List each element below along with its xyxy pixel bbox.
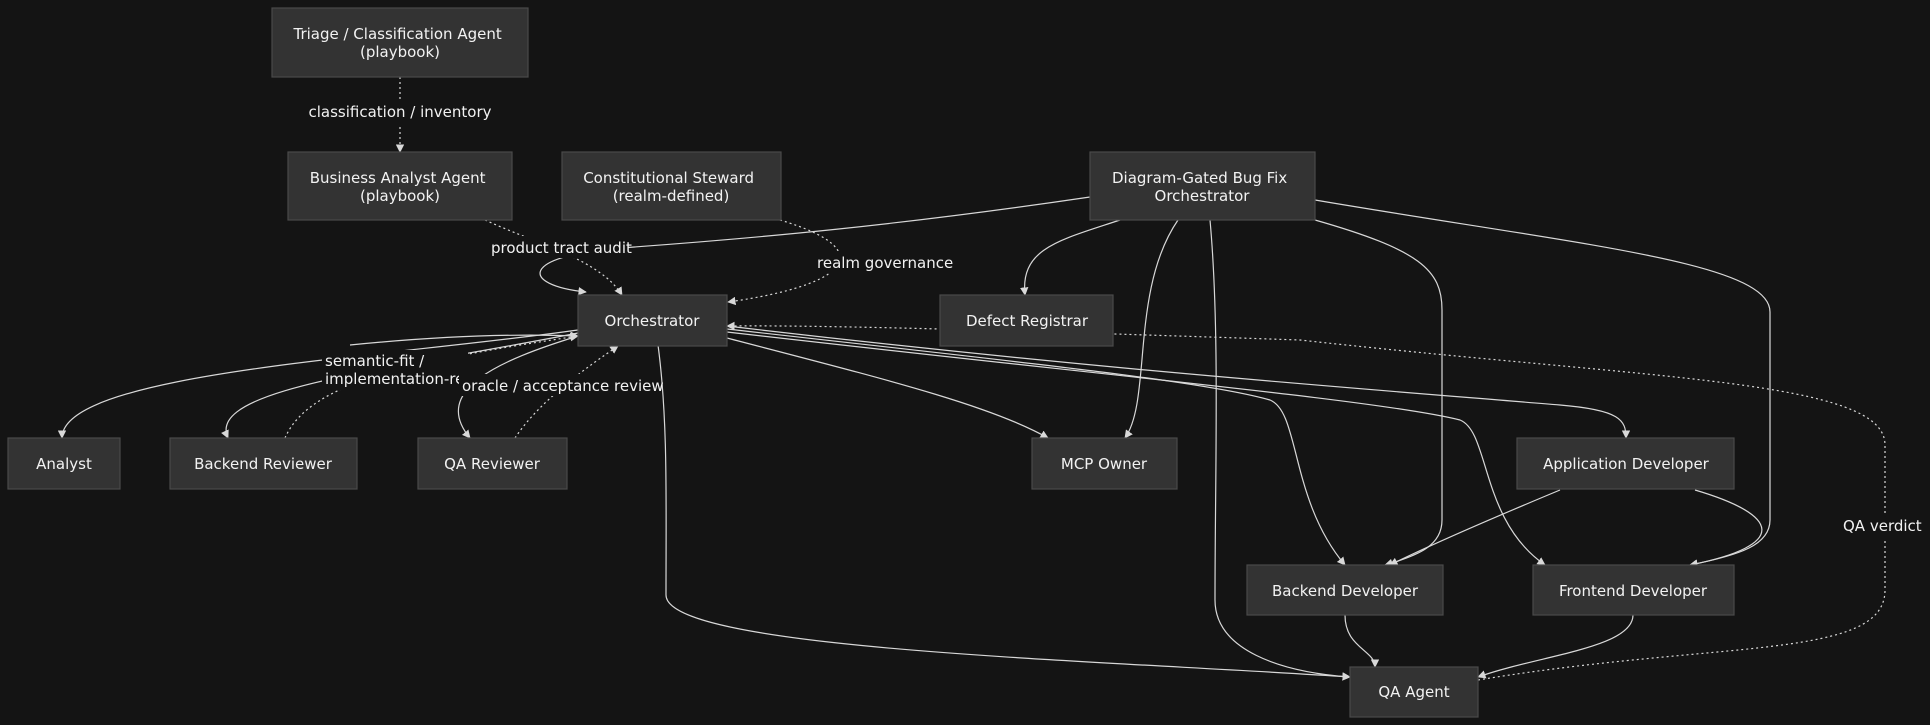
edge-bugfix-to-backend-developer (1314, 219, 1443, 567)
edge-label-text: QA verdict (1843, 517, 1922, 535)
edge-bugfix-to-qa-agent (1209, 219, 1351, 681)
edge-bugfix-to-defect-registrar (1020, 219, 1121, 296)
edge-bugfix-to-mcp-owner (1124, 219, 1179, 439)
edge-label-text: realm governance (817, 254, 953, 272)
edge-label-realm-governance: realm governance (814, 251, 953, 273)
node-label: QA Reviewer (444, 455, 541, 473)
edge-orchestrator-to-mcp-owner (726, 337, 1049, 439)
node-qa-reviewer: QA Reviewer (417, 437, 568, 490)
node-label: Constitutional Steward (583, 169, 754, 187)
edge-label-semantic-fit: semantic-fit / implementation-rea (322, 350, 474, 390)
node-business-analyst-agent: Business Analyst Agent (playbook) (287, 151, 513, 221)
node-frontend-developer: Frontend Developer (1532, 564, 1735, 616)
node-label: Frontend Developer (1559, 582, 1708, 600)
svg-text:classification / inventory: classification / inventory (308, 103, 491, 121)
svg-text:QA Agent: QA Agent (1378, 683, 1449, 701)
edge-label-text: semantic-fit / (325, 352, 425, 370)
svg-text:QA Reviewer: QA Reviewer (444, 455, 541, 473)
edge-label-product-tract-audit: product tract audit (488, 236, 632, 258)
edge-application-developer-to-backend-developer (1389, 489, 1561, 566)
edge-label-qa-verdict: QA verdict (1840, 516, 1926, 538)
svg-text:Application Developer: Application Developer (1543, 455, 1710, 473)
edge-backend-developer-to-qa-agent (1344, 614, 1380, 668)
node-orchestrator: Orchestrator (577, 294, 728, 347)
edge-backend-reviewer-to-orchestrator (284, 332, 579, 439)
svg-text:Constitutional Steward: Constitutional Steward (realm-defined) (583, 169, 759, 205)
edge-orchestrator-to-application-developer (726, 325, 1631, 439)
edge-orchestrator-to-backend-developer (726, 328, 1346, 566)
node-label: Backend Developer (1272, 582, 1419, 600)
svg-text:product tract audit: product tract audit (491, 239, 632, 257)
node-label: Diagram-Gated Bug Fix (1112, 169, 1287, 187)
node-triage-classification-agent: Triage / Classification Agent (playbook) (271, 7, 529, 78)
edge-bugfix-to-orchestrator (539, 196, 1091, 296)
node-constitutional-steward: Constitutional Steward (realm-defined) (561, 151, 782, 221)
edge-label-text: classification / inventory (308, 103, 491, 121)
node-mcp-owner: MCP Owner (1031, 437, 1178, 490)
node-label: (playbook) (360, 187, 440, 205)
edge-application-developer-to-frontend-developer (1689, 489, 1763, 568)
edge-label-text: product tract audit (491, 239, 632, 257)
node-analyst: Analyst (7, 437, 121, 490)
edge-label-text: implementation-rea (325, 370, 474, 388)
svg-text:Frontend Developer: Frontend Developer (1559, 582, 1708, 600)
node-label: MCP Owner (1061, 455, 1148, 473)
node-defect-registrar: Defect Registrar (939, 294, 1114, 347)
svg-text:semantic-fit / impleme: semantic-fit / implementation-rea (325, 352, 474, 388)
node-label: Triage / Classification Agent (292, 25, 501, 43)
node-label: Backend Reviewer (194, 455, 333, 473)
edge-label-classification-inventory: classification / inventory (308, 100, 492, 124)
node-backend-developer: Backend Developer (1246, 564, 1444, 616)
edge-orchestrator-to-analyst (57, 329, 579, 439)
edge-label-oracle-acceptance-review: oracle / acceptance review (459, 374, 664, 396)
svg-text:Backend Developer: Backend Developer (1272, 582, 1419, 600)
node-backend-reviewer: Backend Reviewer (169, 437, 358, 490)
node-bugfix-orchestrator: Diagram-Gated Bug Fix Orchestrator (1089, 151, 1316, 221)
svg-text:Diagram-Gated Bug Fix: Diagram-Gated Bug Fix Orchestrator (1112, 169, 1292, 205)
edge-qa-agent-to-orchestrator (726, 321, 1886, 681)
node-label: Orchestrator (605, 312, 701, 330)
svg-text:realm governance: realm governance (817, 254, 953, 272)
svg-text:oracle / acceptance review: oracle / acceptance review (462, 377, 664, 395)
edge-orchestrator-to-qa-agent (657, 344, 1351, 681)
edge-label-text: oracle / acceptance review (462, 377, 664, 395)
svg-text:MCP Owner: MCP Owner (1061, 455, 1148, 473)
node-label: (realm-defined) (613, 187, 730, 205)
svg-text:Triage / Classification Agent: Triage / Classification Agent (playbook) (292, 25, 506, 61)
edge-orchestrator-to-frontend-developer (726, 331, 1546, 566)
node-label: Business Analyst Agent (310, 169, 486, 187)
svg-text:Defect Registrar: Defect Registrar (966, 312, 1089, 330)
node-application-developer: Application Developer (1516, 437, 1735, 490)
edge-analyst-to-orchestrator (349, 331, 579, 346)
svg-text:Backend Reviewer: Backend Reviewer (194, 455, 333, 473)
svg-text:Business Analyst Agent: Business Analyst Agent (playbook) (310, 169, 491, 205)
node-qa-agent: QA Agent (1349, 666, 1479, 718)
edge-business-analyst-to-orchestrator (484, 219, 623, 296)
node-label: QA Agent (1378, 683, 1449, 701)
node-label: (playbook) (360, 43, 440, 61)
svg-text:QA verdict: QA verdict (1843, 517, 1922, 535)
svg-text:Orchestrator: Orchestrator (605, 312, 701, 330)
svg-text:Analyst: Analyst (36, 455, 92, 473)
edge-bugfix-to-frontend-developer (1314, 199, 1771, 568)
node-label: Application Developer (1543, 455, 1710, 473)
edge-qa-reviewer-to-orchestrator (514, 345, 619, 439)
node-label: Defect Registrar (966, 312, 1089, 330)
node-label: Analyst (36, 455, 92, 473)
edge-frontend-developer-to-qa-agent (1477, 614, 1634, 679)
node-label: Orchestrator (1155, 187, 1251, 205)
